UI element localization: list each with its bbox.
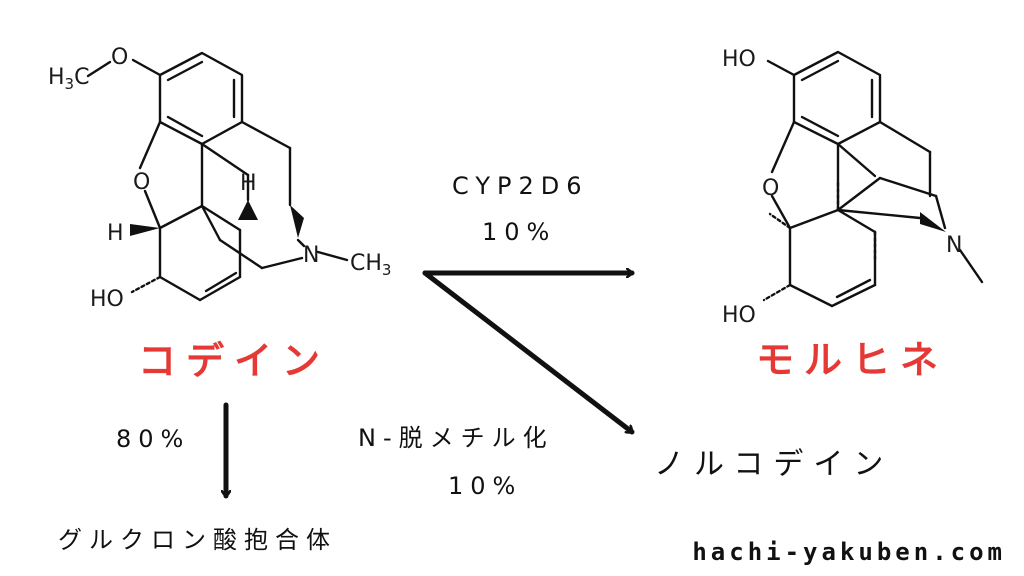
codeine-methoxy-label: H3C [48, 65, 89, 93]
codeine-aromatic-ring [158, 51, 244, 146]
codeine-n: N [303, 243, 319, 268]
codeine-methoxy-o: O [111, 45, 128, 70]
codeine-hydroxyl: HO [90, 287, 124, 312]
n-demethylation-percent: 10% [448, 472, 522, 500]
n-demethylation-label: N-脱メチル化 [358, 424, 554, 452]
morphine-structure [762, 50, 984, 308]
codeine-atom-labels: H3C O O H H N CH3 HO [48, 45, 391, 312]
codeine-h-top: H [240, 171, 257, 196]
arrow-to-norcodeine [422, 270, 635, 435]
codeine-name: コデイン [138, 339, 330, 383]
morphine-ring-o: O [762, 176, 779, 201]
glucuronidation-percent: 80% [116, 425, 190, 453]
codeine-ring-o: O [133, 170, 150, 195]
morphine-name: モルヒネ [756, 338, 948, 382]
morphine-atom-labels: HO O N HO [722, 47, 962, 328]
codeine-methoxy-bond [131, 58, 162, 77]
morphine-n: N [946, 233, 962, 258]
reaction-arrows [226, 270, 635, 499]
site-watermark: hachi-yakuben.com [692, 538, 1006, 566]
morphine-hydroxyl-top: HO [722, 47, 756, 72]
codeine-n-methyl: CH3 [350, 251, 391, 279]
glucuronide-label: グルクロン酸抱合体 [58, 526, 337, 554]
codeine-structure [86, 51, 349, 302]
codeine-h-left: H [107, 221, 124, 246]
cyp2d6-label: CYP2D6 [452, 172, 589, 200]
cyp2d6-percent: 10% [482, 218, 556, 246]
svg-text:H3C: H3C [48, 65, 89, 93]
norcodeine-label: ノルコデイン [654, 447, 893, 482]
morphine-aromatic-ring [792, 50, 882, 146]
morphine-hydroxyl-bottom: HO [722, 303, 756, 328]
